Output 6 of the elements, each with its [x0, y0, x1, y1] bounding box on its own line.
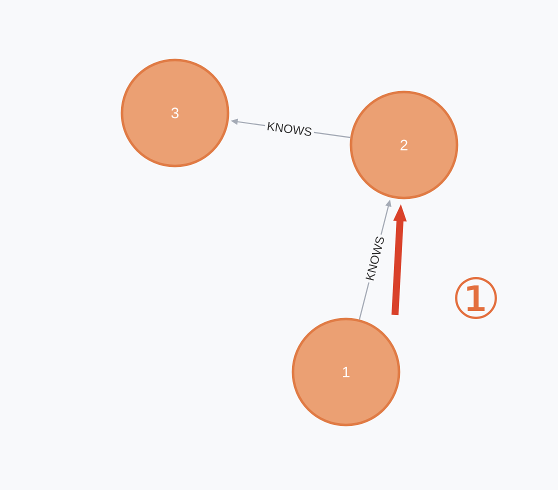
- graph-node: 1: [292, 318, 400, 426]
- edge-label: KNOWS: [267, 122, 312, 136]
- graph-node: 2: [350, 90, 458, 200]
- edge-label: KNOWS: [366, 236, 384, 281]
- callout-number: ①: [455, 277, 497, 319]
- graph-node: 3: [120, 58, 230, 168]
